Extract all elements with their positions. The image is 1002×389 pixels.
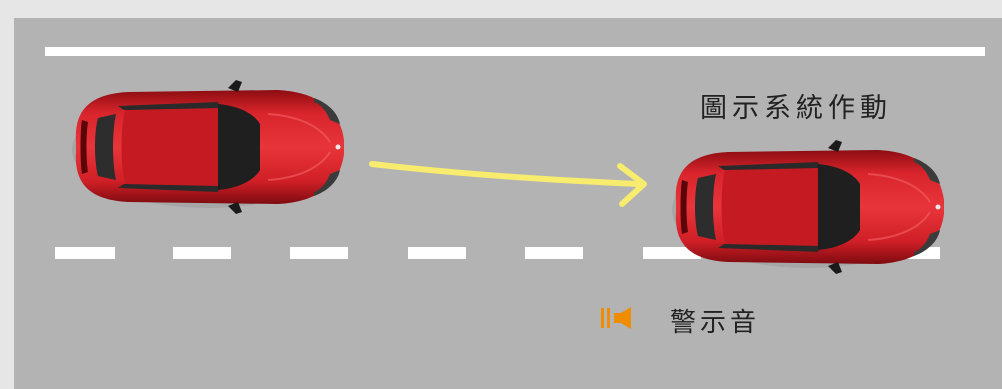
lane-change-arrow (368, 158, 658, 212)
lane-dash (290, 247, 348, 259)
lane-dash (55, 247, 115, 259)
car-after (668, 140, 948, 275)
lane-dash (408, 247, 466, 259)
system-active-label: 圖示系統作動 (700, 93, 892, 124)
road-edge-line (45, 47, 985, 56)
lane-dash (525, 247, 583, 259)
warning-sound-label: 警示音 (670, 308, 761, 338)
car-before (68, 80, 348, 215)
lane-dash (173, 247, 231, 259)
lane-dash (643, 247, 701, 259)
speaker-icon (601, 306, 637, 330)
